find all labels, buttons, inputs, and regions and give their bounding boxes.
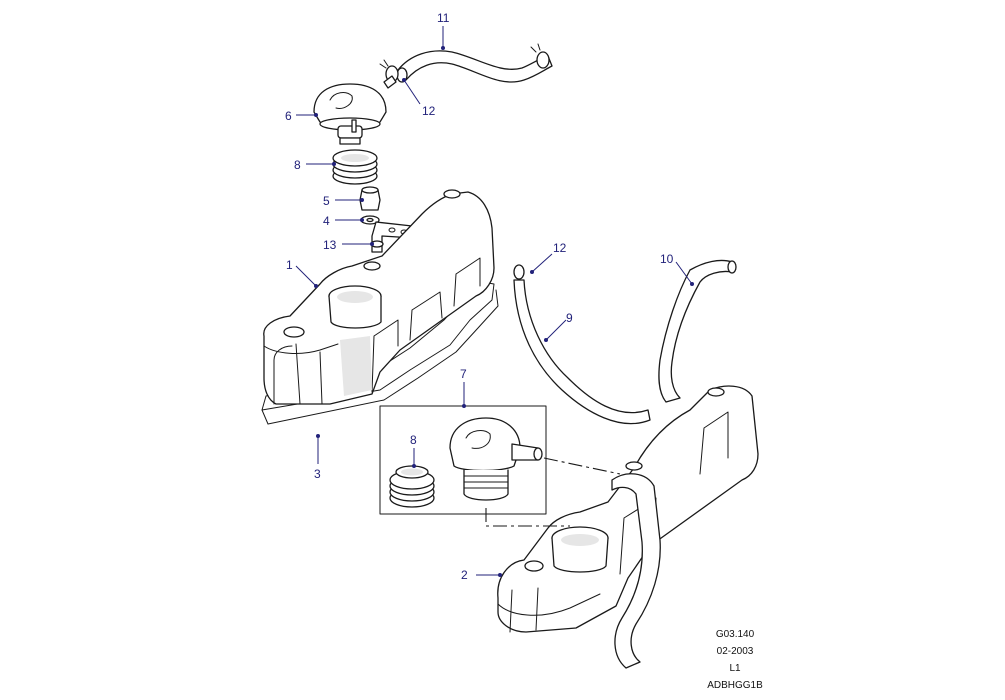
callout-8-upper: 8 bbox=[294, 158, 301, 172]
centre-line-cap-to-cover bbox=[543, 457, 621, 475]
leader-lines bbox=[295, 26, 694, 577]
callout-2: 2 bbox=[461, 568, 468, 582]
centre-line-box-to-cover bbox=[485, 508, 570, 527]
breather-pipe bbox=[513, 264, 651, 425]
rocker-cover-upper bbox=[263, 189, 495, 405]
washer bbox=[360, 215, 380, 225]
detail-box bbox=[379, 405, 547, 515]
seal-detail bbox=[389, 465, 435, 508]
breather-cap-detail bbox=[449, 417, 543, 501]
reference-date: 02-2003 bbox=[716, 646, 754, 657]
breather-cap bbox=[313, 75, 397, 145]
callout-12-upper: 12 bbox=[422, 104, 436, 118]
reference-level: L1 bbox=[729, 663, 741, 674]
callout-4: 4 bbox=[323, 214, 330, 228]
callout-12-lower: 12 bbox=[553, 241, 567, 255]
callout-numbers: 11 12 6 8 5 4 13 1 3 7 8 2 12 9 10 bbox=[285, 11, 674, 582]
callout-9: 9 bbox=[566, 311, 573, 325]
breather-hose-upper bbox=[379, 43, 553, 83]
callout-13: 13 bbox=[323, 238, 337, 252]
callout-6: 6 bbox=[285, 109, 292, 123]
callout-1: 1 bbox=[286, 258, 293, 272]
callout-10: 10 bbox=[660, 252, 674, 266]
seal-upper bbox=[332, 149, 378, 185]
callout-5: 5 bbox=[323, 194, 330, 208]
reference-code: G03.140 bbox=[715, 629, 755, 640]
callout-11: 11 bbox=[437, 11, 450, 25]
reference-id: ADBHGG1B bbox=[707, 680, 763, 691]
callout-3: 3 bbox=[314, 467, 321, 481]
callout-7: 7 bbox=[460, 367, 467, 381]
rocker-cover-lower bbox=[497, 385, 759, 669]
breather-hose-lower bbox=[658, 259, 737, 403]
hose-clip-end bbox=[530, 43, 550, 69]
callout-8-detail: 8 bbox=[410, 433, 417, 447]
